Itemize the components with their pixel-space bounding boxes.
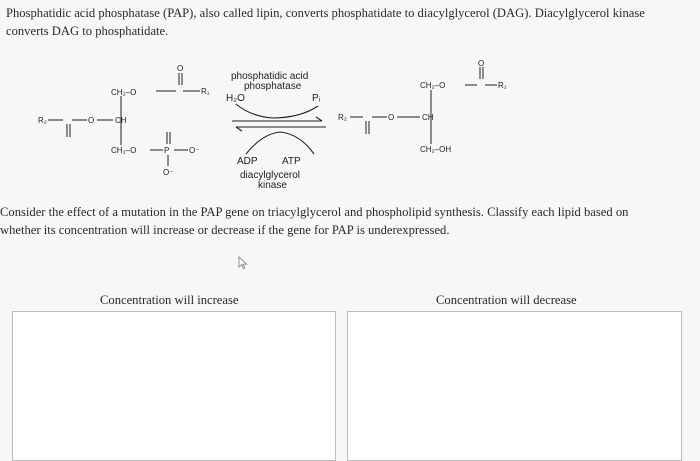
dgk-label-2: kinase [258, 180, 287, 191]
left-ch: CH [115, 116, 127, 125]
left-o-ester: O [88, 116, 94, 125]
reaction-arrows [232, 103, 326, 155]
left-o-top: O [177, 64, 183, 73]
water-label: H₂O [226, 93, 245, 104]
mouse-pointer-icon [238, 255, 248, 275]
increase-column-title: Concentration will increase [100, 293, 239, 307]
question-line-1: Consider the effect of a mutation in the… [0, 205, 629, 219]
adp-label: ADP [237, 156, 258, 167]
phosphatidate-structure [48, 73, 200, 166]
decrease-column-title: Concentration will decrease [436, 293, 577, 307]
right-o-top: O [478, 59, 484, 68]
left-r1: R₁ [201, 87, 210, 96]
right-ch: CH [422, 113, 434, 122]
pi-label: Pᵢ [312, 93, 321, 104]
increase-dropzone[interactable] [12, 311, 336, 461]
question-line-2: whether its concentration will increase … [0, 223, 450, 237]
left-o-minus-right: O⁻ [189, 146, 199, 155]
left-top-group: CH₂–O [111, 88, 136, 97]
pap-label-2: phosphatase [244, 81, 302, 92]
right-bottom-group: CH₂–OH [420, 145, 451, 154]
left-bottom-group: CH₂–O [111, 146, 136, 155]
diacylglycerol-structure [350, 67, 497, 144]
right-o-ester: O [388, 113, 394, 122]
right-top-group: CH₂–O [420, 81, 445, 90]
question-text: Consider the effect of a mutation in the… [0, 203, 695, 239]
left-r2: R₂ [38, 116, 47, 125]
left-p: P [164, 146, 169, 155]
dgk-label-1: diacylglycerol [240, 170, 300, 181]
reaction-diagram: CH₂–O O R₁ R₂ O CH CH₂–O P O⁻ O⁻ phospha… [0, 58, 700, 198]
right-r1: R₁ [498, 81, 507, 90]
right-r2: R₂ [338, 113, 347, 122]
decrease-dropzone[interactable] [347, 311, 682, 461]
left-o-minus-bottom: O⁻ [163, 168, 173, 177]
intro-line-1: Phosphatidic acid phosphatase (PAP), als… [6, 6, 645, 20]
pap-label-1: phosphatidic acid [231, 71, 308, 82]
intro-text: Phosphatidic acid phosphatase (PAP), als… [6, 4, 696, 40]
atp-label: ATP [282, 156, 301, 167]
intro-line-2: converts DAG to phosphatidate. [6, 24, 169, 38]
